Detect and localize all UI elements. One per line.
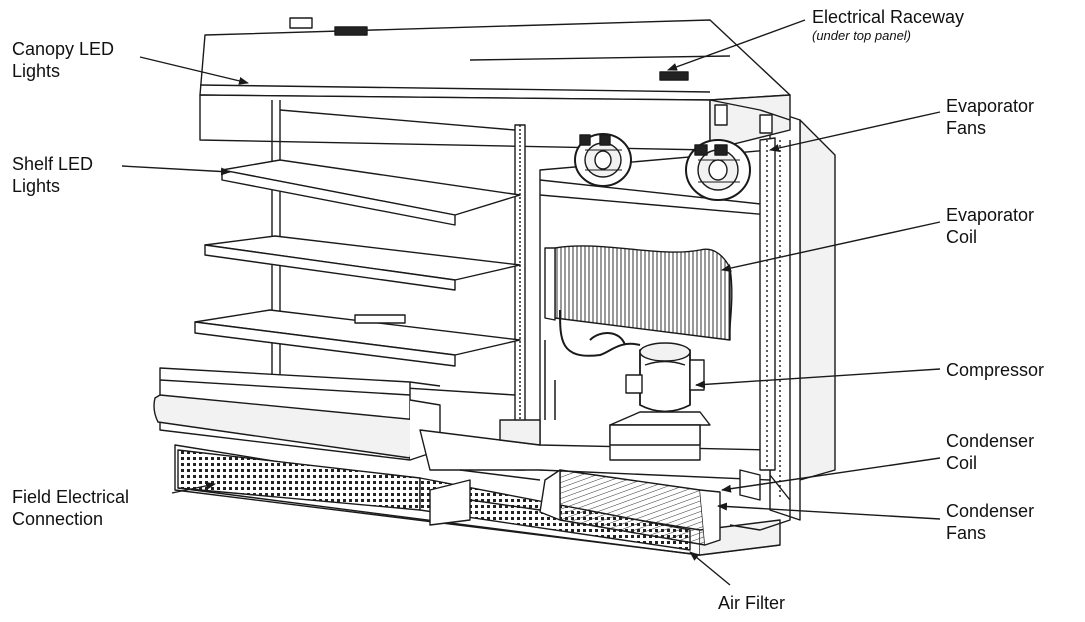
label-line: Fans <box>946 523 987 543</box>
label-line: Compressor <box>946 360 1045 380</box>
label-line: Field Electrical <box>12 487 130 507</box>
leader-air-filter <box>689 551 731 586</box>
label-line: Condenser <box>946 431 1035 451</box>
label-field-electrical-connection: Field Electrical Connection <box>12 486 129 530</box>
label-line: Evaporator <box>946 205 1035 225</box>
label-condenser-fans: Condenser Fans <box>946 500 1034 544</box>
evaporator-fan-right <box>685 139 751 201</box>
leader-electrical-raceway <box>667 19 806 71</box>
label-line: Lights <box>12 176 61 196</box>
label-line: Fans <box>946 118 987 138</box>
label-line: Canopy LED <box>12 39 115 59</box>
label-shelf-led-lights: Shelf LED Lights <box>12 153 93 197</box>
leader-shelf-led <box>121 165 231 176</box>
label-line: Shelf LED <box>12 154 94 174</box>
label-electrical-raceway: Electrical Raceway (under top panel) <box>812 6 964 44</box>
label-compressor: Compressor <box>946 359 1044 381</box>
label-line: Coil <box>946 227 978 247</box>
label-line: Lights <box>12 61 61 81</box>
leader-lines <box>121 19 941 586</box>
label-line: Air Filter <box>718 593 785 613</box>
evaporator-fan-left <box>574 133 632 187</box>
label-canopy-led-lights: Canopy LED Lights <box>12 38 114 82</box>
leader-canopy-led <box>139 56 249 85</box>
label-air-filter: Air Filter <box>718 592 785 614</box>
case-drawing <box>153 17 836 556</box>
label-line: Coil <box>946 453 978 473</box>
leader-condenser-coil <box>721 457 941 493</box>
label-evaporator-coil: Evaporator Coil <box>946 204 1034 248</box>
label-condenser-coil: Condenser Coil <box>946 430 1034 474</box>
leader-evaporator-fans <box>769 111 941 152</box>
side-panel <box>799 119 836 481</box>
label-note: (under top panel) <box>812 28 912 43</box>
label-evaporator-fans: Evaporator Fans <box>946 95 1034 139</box>
label-line: Evaporator <box>946 96 1035 116</box>
leader-field-electrical <box>171 481 216 494</box>
leader-compressor <box>695 368 941 389</box>
label-line: Condenser <box>946 501 1035 521</box>
leader-evaporator-coil <box>721 221 941 272</box>
label-line: Connection <box>12 509 104 529</box>
label-line: Electrical Raceway <box>812 7 965 27</box>
compressor-unit <box>609 342 711 446</box>
leader-condenser-fans <box>717 502 941 520</box>
